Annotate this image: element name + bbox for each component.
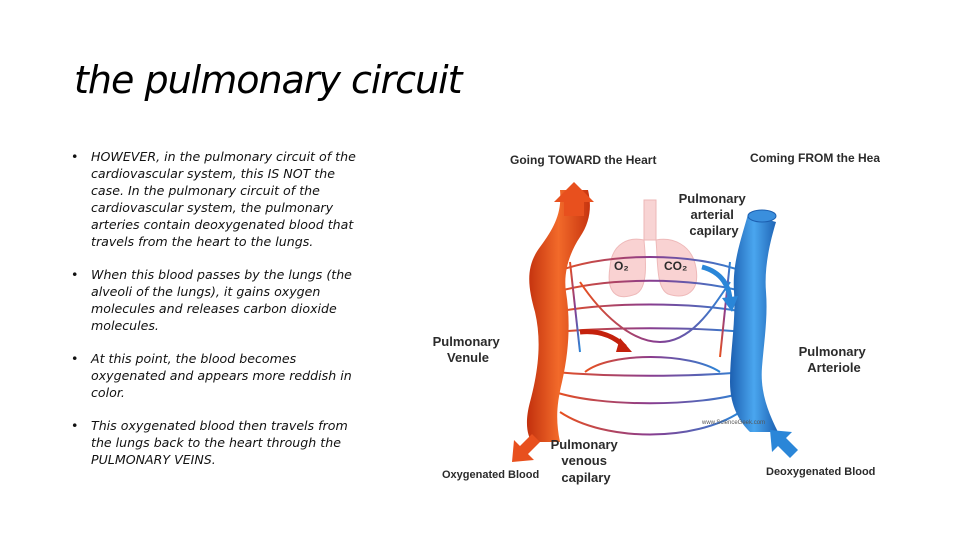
bullet-item: • When this blood passes by the lungs (th… <box>70 266 370 334</box>
bullet-text: When this blood passes by the lungs (the… <box>91 267 352 333</box>
in-arrow-icon <box>770 430 798 458</box>
deoxygenated-vessel <box>730 214 778 432</box>
oxygenated-blood-label: Oxygenated Blood <box>442 469 539 481</box>
bullet-list: • HOWEVER, in the pulmonary circuit of th… <box>70 148 370 484</box>
oxygenated-vessel <box>526 190 590 442</box>
label-line: arterial <box>691 207 734 222</box>
deoxygenated-blood-label: Deoxygenated Blood <box>766 466 875 478</box>
venous-capillary-label: Pulmonary venous capilary <box>551 437 622 485</box>
down-left-arrow-icon <box>512 434 540 462</box>
pulmonary-arteriole-label: Pulmonary Arteriole <box>799 344 870 375</box>
bullet-item: • At this point, the blood becomes oxygen… <box>70 350 370 401</box>
slide-title: the pulmonary circuit <box>74 58 463 102</box>
bullet-item: • This oxygenated blood then travels from… <box>70 417 370 468</box>
bullet-item: • HOWEVER, in the pulmonary circuit of th… <box>70 148 370 250</box>
up-arrow-icon <box>554 182 594 216</box>
bullet-text: HOWEVER, in the pulmonary circuit of the… <box>91 149 356 249</box>
co2-label: CO₂ <box>664 259 687 273</box>
watermark-label: www.ScienceGeek.com <box>701 420 765 426</box>
bullet-text: At this point, the blood becomes oxygena… <box>91 351 352 400</box>
label-line: Pulmonary <box>679 191 747 206</box>
label-line: Pulmonary <box>551 437 619 452</box>
going-toward-heart-label: Going TOWARD the Heart <box>510 153 656 167</box>
label-line: Pulmonary <box>799 344 867 359</box>
bullet-dot: • <box>71 149 79 164</box>
label-line: capilary <box>561 470 611 485</box>
bullet-dot: • <box>71 267 79 282</box>
pulmonary-venule-label: Pulmonary Venule <box>433 334 504 365</box>
o2-label: O₂ <box>614 259 629 273</box>
label-line: Arteriole <box>807 360 860 375</box>
coming-from-heart-label: Coming FROM the Heart <box>750 151 880 165</box>
arterial-capillary-label: Pulmonary arterial capilary <box>679 191 750 238</box>
capillary-network <box>554 256 746 436</box>
bullet-dot: • <box>71 418 79 433</box>
bullet-dot: • <box>71 351 79 366</box>
label-line: capilary <box>689 223 739 238</box>
pulmonary-circulation-diagram: Going TOWARD the Heart Coming FROM the H… <box>433 151 880 485</box>
label-line: Venule <box>447 350 489 365</box>
bullet-text: This oxygenated blood then travels from … <box>91 418 348 467</box>
label-line: venous <box>561 453 607 468</box>
label-line: Pulmonary <box>433 334 501 349</box>
